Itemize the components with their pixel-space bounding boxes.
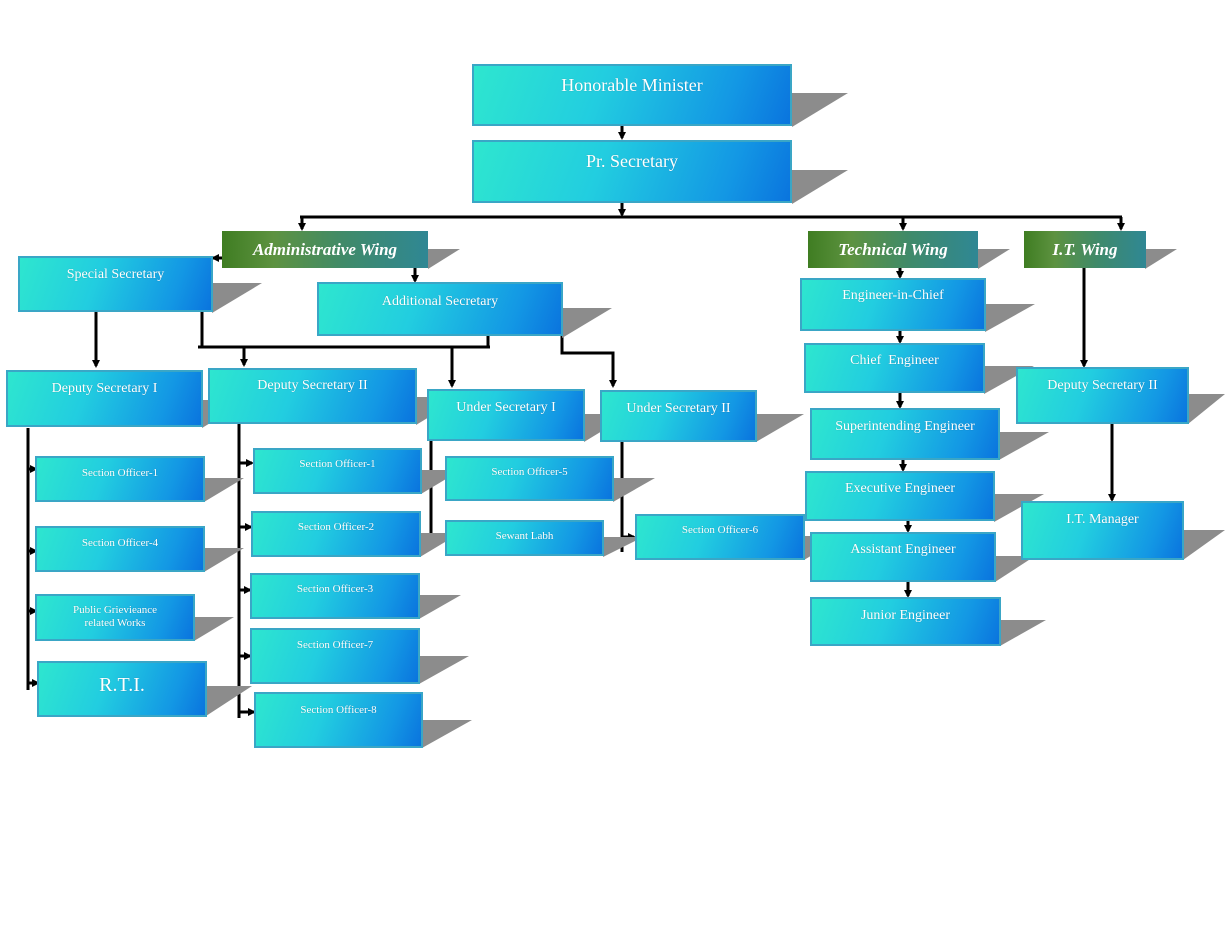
node-label: Section Officer-6	[681, 524, 759, 536]
node-label: Section Officer-1	[299, 458, 376, 470]
node-label: Special Secretary	[66, 267, 165, 282]
ds1-rti-node: R.T.I.	[37, 661, 207, 717]
special-secretary-node: Special Secretary	[18, 256, 213, 312]
node-label: R.T.I.	[99, 674, 145, 696]
node-label: Chief Engineer	[850, 353, 939, 368]
executive-engineer-node: Executive Engineer	[805, 471, 995, 521]
under-secretary-1-node: Under Secretary I	[427, 389, 585, 441]
ds2-section-officer-2-node: Section Officer-2	[251, 511, 421, 557]
node-label: Under Secretary II	[626, 401, 731, 416]
under-secretary-2-node: Under Secretary II	[600, 390, 757, 442]
it-manager-node: I.T. Manager	[1021, 501, 1184, 560]
deputy-secretary-1-node: Deputy Secretary I	[6, 370, 203, 427]
node-label: Under Secretary I	[456, 400, 556, 415]
node-label: Executive Engineer	[844, 481, 955, 496]
node-label: Section Officer-7	[296, 639, 374, 651]
node-label: Section Officer-5	[491, 466, 568, 478]
node-label: Deputy Secretary I	[51, 381, 158, 396]
node-label: Additional Secretary	[381, 294, 499, 309]
it-wing-header: I.T. Wing	[1024, 231, 1146, 268]
ds2-section-officer-3-node: Section Officer-3	[250, 573, 420, 619]
node-label: Section Officer-2	[297, 521, 375, 533]
ds2-section-officer-1-node: Section Officer-1	[253, 448, 422, 494]
node-label: Section Officer-3	[296, 583, 374, 595]
ds2-section-officer-8-node: Section Officer-8	[254, 692, 423, 748]
node-label: Superintending Engineer	[835, 419, 975, 434]
node-label: Deputy Secretary II	[257, 378, 368, 393]
assistant-engineer-node: Assistant Engineer	[810, 532, 996, 582]
ds1-section-officer-1-node: Section Officer-1	[35, 456, 205, 502]
wing-label: I.T. Wing	[1052, 239, 1118, 259]
ds2-section-officer-7-node: Section Officer-7	[250, 628, 420, 684]
node-label: Section Officer-4	[81, 537, 159, 549]
node-label: Deputy Secretary II	[1047, 378, 1158, 393]
engineer-in-chief-node: Engineer-in-Chief	[800, 278, 986, 331]
node-label: Honorable Minister	[561, 75, 703, 95]
node-label: Engineer-in-Chief	[842, 288, 944, 303]
junior-engineer-node: Junior Engineer	[810, 597, 1001, 646]
deputy-secretary-2-node: Deputy Secretary II	[208, 368, 417, 424]
node-label: Section Officer-1	[81, 467, 159, 479]
honorable-minister-node: Honorable Minister	[472, 64, 792, 126]
node-label: Assistant Engineer	[850, 542, 956, 557]
us1-section-officer-5-node: Section Officer-5	[445, 456, 614, 501]
us1-sewant-labh-node: Sewant Labh	[445, 520, 604, 556]
node-label: Sewant Labh	[495, 530, 554, 542]
it-deputy-secretary-2-node: Deputy Secretary II	[1016, 367, 1189, 424]
superintending-engineer-node: Superintending Engineer	[810, 408, 1000, 460]
administrative-wing-header: Administrative Wing	[222, 231, 428, 268]
node-label: Pr. Secretary	[586, 151, 678, 171]
chief-engineer-node: Chief Engineer	[804, 343, 985, 393]
node-label: Junior Engineer	[860, 608, 951, 623]
technical-wing-header: Technical Wing	[808, 231, 978, 268]
wing-label: Technical Wing	[838, 239, 948, 259]
node-label: I.T. Manager	[1066, 512, 1139, 527]
ds1-public-grievance-node: Public Grievieance related Works	[35, 594, 195, 641]
us2-section-officer-6-node: Section Officer-6	[635, 514, 805, 560]
pr-secretary-node: Pr. Secretary	[472, 140, 792, 203]
node-label: Section Officer-8	[300, 704, 377, 716]
additional-secretary-node: Additional Secretary	[317, 282, 563, 336]
node-label: Public Grievieance related Works	[73, 604, 157, 630]
ds1-section-officer-4-node: Section Officer-4	[35, 526, 205, 572]
wing-label: Administrative Wing	[252, 239, 398, 259]
